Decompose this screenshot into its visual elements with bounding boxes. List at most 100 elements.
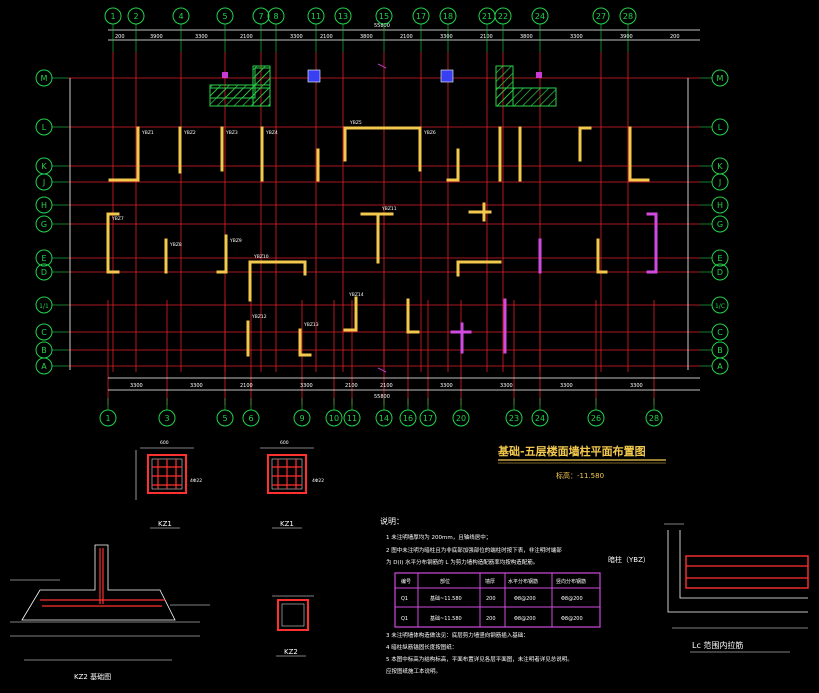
svg-text:17: 17 xyxy=(416,12,426,21)
drawing-title: 基础-五层楼面墙柱平面布置图 xyxy=(497,444,646,458)
elevation-label: 标高：-11.580 xyxy=(556,471,604,480)
svg-text:2100: 2100 xyxy=(480,34,493,40)
svg-text:E: E xyxy=(41,254,46,263)
axis-bubble-bottom: 6 xyxy=(242,409,260,427)
svg-text:55800: 55800 xyxy=(374,23,390,29)
axis-bubble-right: G xyxy=(711,215,729,233)
core-markers xyxy=(222,63,542,373)
axis-bubble-top: 24 xyxy=(531,7,549,25)
svg-text:24: 24 xyxy=(535,12,545,21)
svg-text:3900: 3900 xyxy=(620,34,633,40)
svg-text:16: 16 xyxy=(403,414,413,423)
svg-text:YBZ14: YBZ14 xyxy=(348,292,364,298)
svg-text:10: 10 xyxy=(329,414,339,423)
svg-text:1/C: 1/C xyxy=(715,303,725,310)
svg-text:H: H xyxy=(717,201,723,210)
table-header-part: 部位 xyxy=(440,578,450,585)
svg-text:2: 2 xyxy=(133,12,138,21)
axis-bubble-left: H xyxy=(35,196,53,214)
svg-text:3300: 3300 xyxy=(195,34,208,40)
svg-text:4Φ22: 4Φ22 xyxy=(190,478,202,484)
axis-bubble-left: D xyxy=(35,263,53,281)
svg-text:3300: 3300 xyxy=(190,383,203,389)
axis-bubble-bottom: 23 xyxy=(505,409,523,427)
svg-text:YBZ11: YBZ11 xyxy=(381,206,397,212)
svg-text:3300: 3300 xyxy=(560,383,573,389)
svg-text:A: A xyxy=(41,362,47,371)
axis-bubble-left: M xyxy=(35,69,53,87)
svg-text:26: 26 xyxy=(591,414,601,423)
svg-text:C: C xyxy=(717,328,723,337)
kz1-label-a: KZ1 xyxy=(158,520,172,528)
axis-bubble-left: J xyxy=(35,173,53,191)
wall-table: 编号 部位 墙厚 水平分布钢筋 竖向分布钢筋 Q1 基础~11.580 200 … xyxy=(394,572,601,628)
axis-bubble-left: C xyxy=(35,323,53,341)
axis-bubble-right: A xyxy=(711,357,729,375)
svg-text:3900: 3900 xyxy=(150,34,163,40)
svg-text:A: A xyxy=(717,362,723,371)
svg-text:17: 17 xyxy=(423,414,433,423)
axis-bubble-right: C xyxy=(711,323,729,341)
axis-bubble-left: E xyxy=(35,249,53,267)
axis-bubble-top: 15 xyxy=(375,7,393,25)
axis-bubble-bottom: 16 xyxy=(399,409,417,427)
svg-text:2100: 2100 xyxy=(400,34,413,40)
kz2-foundation-label: KZ2 基础图 xyxy=(74,672,111,681)
svg-text:YBZ4: YBZ4 xyxy=(265,130,278,136)
svg-text:J: J xyxy=(42,178,45,187)
axis-bubble-bottom: 14 xyxy=(375,409,393,427)
table-cell: Q1 xyxy=(401,616,408,622)
axis-bubble-bottom: 9 xyxy=(293,409,311,427)
table-header-horiz: 水平分布钢筋 xyxy=(508,578,538,585)
svg-text:L: L xyxy=(718,123,723,132)
note-7: 应按图纸施工本说明。 xyxy=(386,667,441,675)
svg-text:5: 5 xyxy=(222,414,227,423)
svg-text:YBZ12: YBZ12 xyxy=(251,314,267,320)
axis-bubble-top: 18 xyxy=(439,7,457,25)
table-header-thick: 墙厚 xyxy=(485,578,495,585)
kz1-detail-a: 600 4Φ22 KZ1 xyxy=(135,440,202,529)
shear-walls xyxy=(106,126,658,357)
svg-text:C: C xyxy=(41,328,47,337)
table-cell: Φ8@200 xyxy=(514,616,536,622)
svg-text:27: 27 xyxy=(596,12,606,21)
axis-bubble-right: L xyxy=(711,118,729,136)
axis-bubble-left: L xyxy=(35,118,53,136)
svg-text:5: 5 xyxy=(222,12,227,21)
svg-text:11: 11 xyxy=(311,12,321,21)
svg-text:18: 18 xyxy=(443,12,453,21)
svg-text:55800: 55800 xyxy=(374,394,390,400)
svg-text:23: 23 xyxy=(509,414,519,423)
svg-text:200: 200 xyxy=(115,34,125,40)
svg-text:1/1: 1/1 xyxy=(39,303,49,310)
svg-text:YBZ6: YBZ6 xyxy=(423,130,436,136)
svg-text:13: 13 xyxy=(338,12,348,21)
vertical-grid-lines xyxy=(107,52,655,405)
svg-text:28: 28 xyxy=(649,414,659,423)
svg-text:7: 7 xyxy=(258,12,263,21)
svg-text:YBZ8: YBZ8 xyxy=(169,242,182,248)
axis-bubble-bottom: 5 xyxy=(216,409,234,427)
table-cell: 200 xyxy=(486,596,496,602)
axis-bubble-top: 13 xyxy=(334,7,352,25)
svg-text:200: 200 xyxy=(670,34,680,40)
svg-text:2100: 2100 xyxy=(240,383,253,389)
svg-text:24: 24 xyxy=(535,414,545,423)
svg-text:YBZ10: YBZ10 xyxy=(253,254,269,260)
svg-text:2100: 2100 xyxy=(380,383,393,389)
svg-text:3800: 3800 xyxy=(520,34,533,40)
axis-bubble-right: J xyxy=(711,173,729,191)
axis-bubble-right: M xyxy=(711,69,729,87)
svg-text:M: M xyxy=(717,74,724,83)
svg-text:K: K xyxy=(41,162,47,171)
note-1: 1 未注明墙厚均为 200mm，且轴线居中； xyxy=(386,533,491,541)
svg-text:14: 14 xyxy=(379,414,389,423)
table-cell: Φ8@200 xyxy=(561,616,583,622)
svg-text:E: E xyxy=(717,254,722,263)
